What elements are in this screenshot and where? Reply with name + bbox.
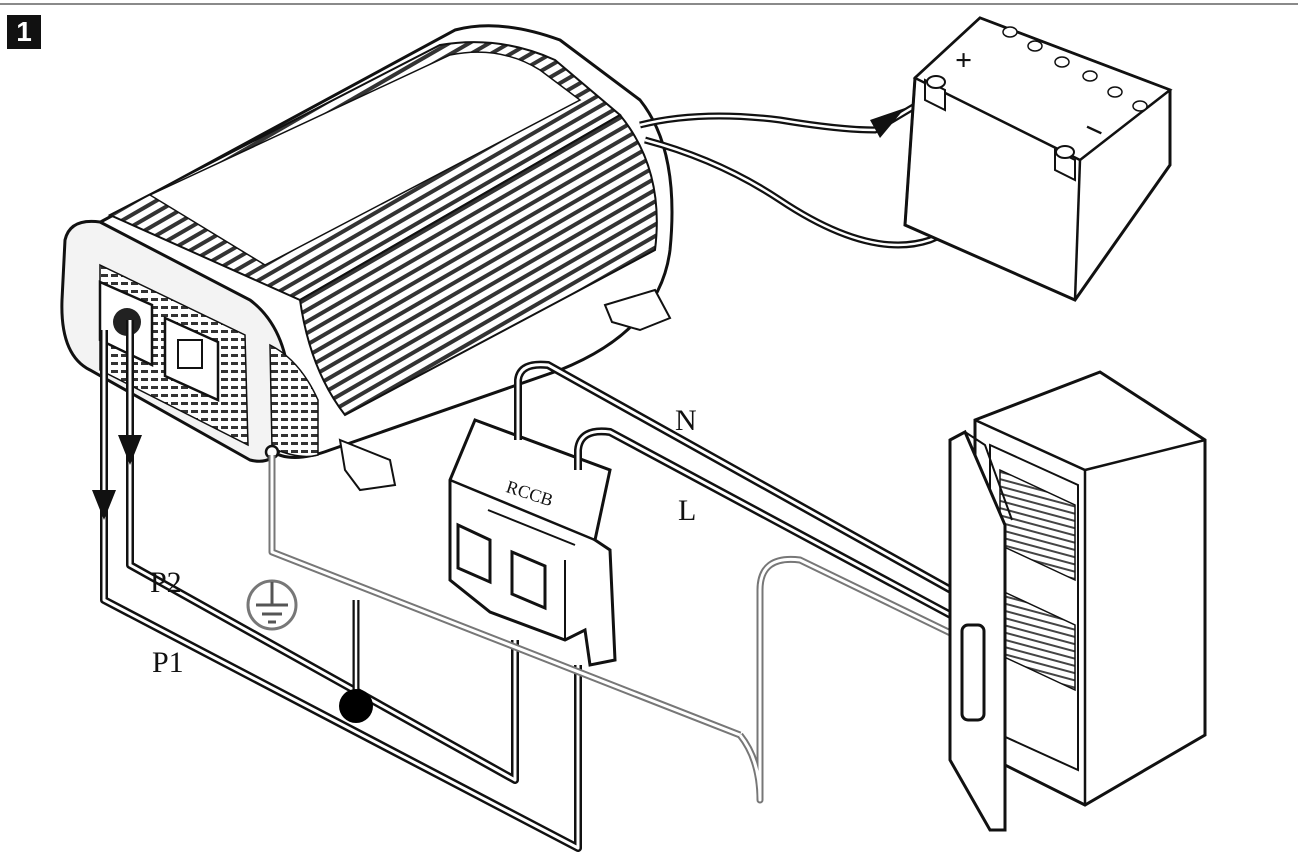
current-direction-arrow <box>92 490 116 520</box>
inverter <box>60 24 674 492</box>
current-direction-arrow <box>118 435 142 465</box>
earth-ground-icon <box>246 579 298 631</box>
current-direction-arrow <box>870 108 905 138</box>
refrigerator <box>948 370 1207 832</box>
battery: + − <box>903 16 1173 302</box>
rccb-outputs <box>514 360 962 624</box>
neutral-label: N <box>675 404 697 437</box>
junction-dot <box>339 689 373 723</box>
step-number-badge: 1 <box>7 15 41 49</box>
path-1-label: P1 <box>152 646 184 679</box>
line-label: L <box>678 494 696 527</box>
top-divider <box>0 3 1298 5</box>
path-2-label: P2 <box>150 566 182 599</box>
battery-positive-label: + <box>955 44 972 77</box>
rccb-breaker: RCCB <box>448 418 617 667</box>
